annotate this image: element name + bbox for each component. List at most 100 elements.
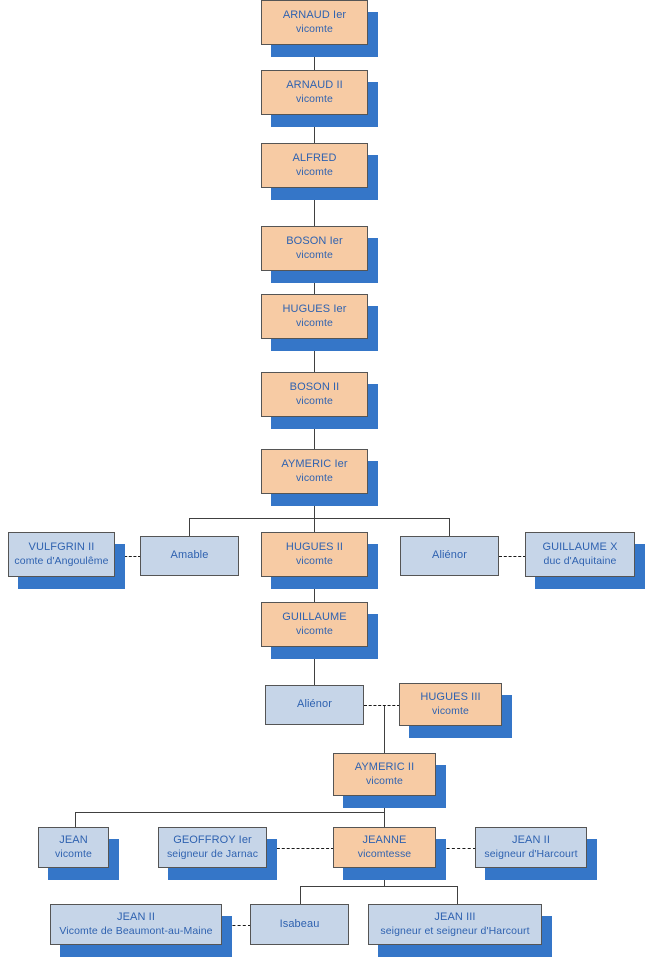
node-name: JEAN II [117,911,155,924]
connector-boson2-to-aymeric1 [314,417,315,449]
node-name: GUILLAUME [282,611,347,624]
node-title: vicomte [296,165,333,178]
node-face: Aliénor [265,685,364,725]
node-title: vicomte [296,248,333,261]
node-name: GEOFFROY Ier [173,834,252,847]
marriage-link-jean2b-isabeau [222,925,251,926]
marriage-link-jeanne-jean2h [436,848,476,849]
node-name: HUGUES Ier [282,303,347,316]
connector-aymeric1-sibling-bus [189,518,450,519]
connector-childbus-to-isabeau [300,886,301,904]
node-name: VULFGRIN II [28,541,95,554]
node-name: JEANNE [362,834,407,847]
marriage-link-alienor2-hugues3 [364,705,400,706]
node-name: JEAN III [434,911,476,924]
node-name: BOSON II [289,381,340,394]
connector-sibbus-to-jean [75,812,76,827]
marriage-link-vulfgrin-amable [115,556,141,557]
node-face: Isabeau [250,904,349,945]
node-title: vicomte [296,554,333,567]
person-node-amable[interactable]: Amable [140,536,239,576]
connector-childbus-to-jean3 [457,886,458,904]
connector-aymeric1-to-bus [314,494,315,518]
node-title: comte d'Angoulême [14,554,109,567]
connector-bus-to-alienor1 [449,518,450,536]
connector-arnaud1-to-arnaud2 [314,45,315,70]
node-title: vicomte [55,847,92,860]
node-title: vicomte [296,92,333,105]
node-name: ALFRED [292,152,337,165]
connector-marriage-to-aymeric2 [384,705,385,753]
node-name: Aliénor [297,698,332,711]
person-node-isabeau[interactable]: Isabeau [250,904,349,945]
marriage-link-alienor-guillaume [499,556,526,557]
node-name: Amable [170,549,209,562]
connector-aymeric2-to-jeanne [384,796,385,827]
connector-jeanne-child-bus [300,886,458,887]
node-name: GUILLAUME X [542,541,618,554]
node-title: duc d'Aquitaine [543,554,617,567]
node-name: HUGUES III [420,691,481,704]
node-title: seigneur et seigneur d'Harcourt [380,924,530,937]
node-name: JEAN [59,834,88,847]
node-title: vicomte [296,471,333,484]
node-face: Amable [140,536,239,576]
connector-guillaume-to-alienor2 [314,647,315,685]
node-name: AYMERIC Ier [281,458,348,471]
node-name: Aliénor [432,549,467,562]
connector-hugues2-to-guillaume [314,577,315,602]
node-title: vicomte [296,316,333,329]
marriage-link-geoffroy-jeanne [267,848,334,849]
node-face: Aliénor [400,536,499,576]
node-name: AYMERIC II [354,761,415,774]
node-title: vicomte [296,394,333,407]
node-title: vicomtesse [357,847,412,860]
connector-bus-to-amable [189,518,190,536]
connector-bus-to-hugues2 [314,518,315,532]
person-node-alienor2[interactable]: Aliénor [265,685,364,725]
person-node-alienor1[interactable]: Aliénor [400,536,499,576]
node-name: HUGUES II [285,541,344,554]
node-name: BOSON Ier [286,235,343,248]
node-name: ARNAUD Ier [282,9,347,22]
node-title: vicomte [366,774,403,787]
connector-alfred-to-boson1 [314,188,315,226]
node-title: vicomte [432,704,469,717]
